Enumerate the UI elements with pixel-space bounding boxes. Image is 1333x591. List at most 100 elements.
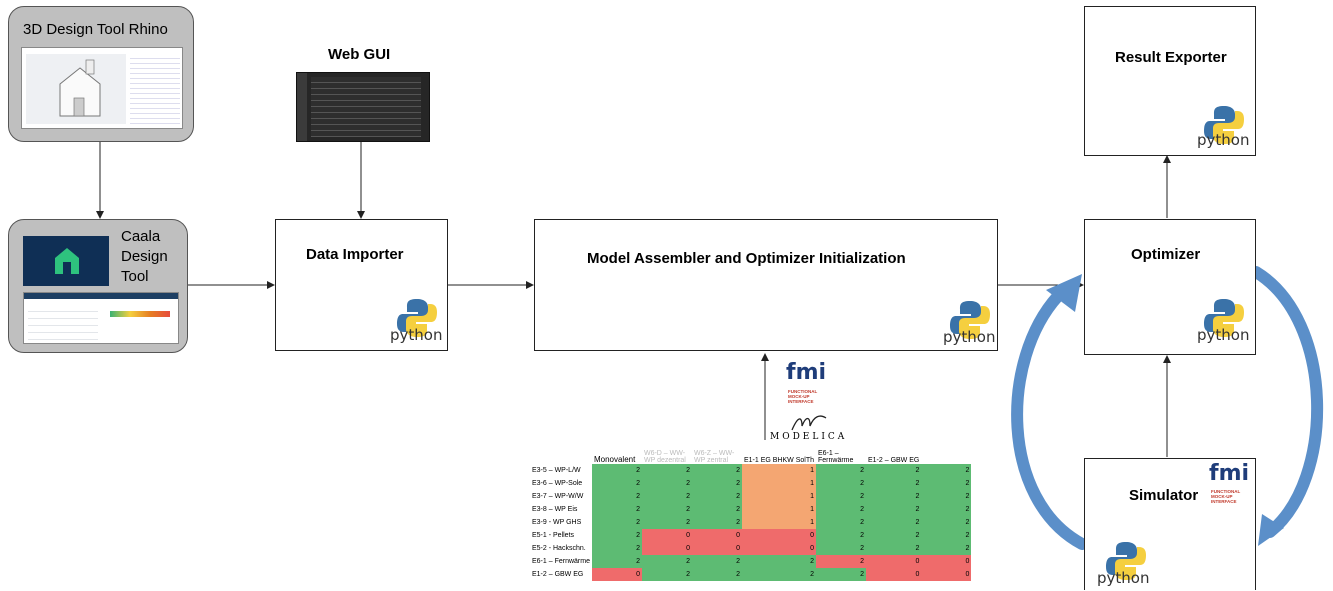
caala-label-2: Design: [121, 248, 168, 265]
fmi-logo-sub1: FUNCTIONAL: [1211, 489, 1241, 494]
matrix-cell: 0: [866, 568, 922, 581]
matrix-cell: 2: [866, 529, 922, 542]
matrix-cell: 2: [816, 464, 866, 477]
python-logo-icon: [1106, 542, 1146, 580]
webgui-title: Web GUI: [328, 46, 391, 63]
matrix-row-label: E3-9 - WP GHS: [532, 519, 582, 526]
matrix-cell: 2: [641, 490, 692, 503]
fmi-logo-sub2: MOCK-UP: [1211, 494, 1233, 499]
matrix-row-label: E5-1 - Pellets: [532, 532, 575, 539]
matrix-row-label: E6-1 – Fernwärme: [532, 558, 590, 565]
matrix-cell: 0: [641, 529, 692, 542]
python-logo-icon: [397, 299, 437, 337]
matrix-cell: 2: [866, 516, 922, 529]
result-exporter-title: Result Exporter: [1115, 49, 1227, 66]
matrix-cell: 0: [641, 542, 692, 555]
model-assembler-box: Model Assembler and Optimizer Initializa…: [534, 219, 998, 351]
matrix-cell: 2: [921, 503, 972, 516]
matrix-col-header: E6-1 – Fernwärme: [818, 450, 854, 464]
matrix-cell: 2: [691, 464, 742, 477]
simulator-title: Simulator: [1129, 487, 1199, 504]
matrix-cell: 2: [691, 503, 742, 516]
matrix-cell: 2: [816, 516, 866, 529]
matrix-cell: 2: [591, 542, 642, 555]
matrix-row-label: E5-2 - Hackschn.: [532, 545, 586, 552]
matrix-cell: 2: [921, 477, 972, 490]
python-wordmark: python: [1197, 326, 1250, 344]
matrix-cell: 2: [591, 477, 642, 490]
matrix-col-header: E1-1 EG BHKW SolTh: [743, 457, 814, 464]
decision-matrix: Monovalent W6-D – WW-WP dezentral W6-Z –…: [530, 450, 972, 581]
matrix-cell: 2: [921, 529, 972, 542]
python-wordmark: python: [943, 328, 996, 346]
matrix-cell: 2: [591, 529, 642, 542]
matrix-col-header-blank: [921, 450, 971, 464]
fmi-logo-word: fmi: [786, 360, 827, 385]
cycle-arrow-right: [1250, 266, 1324, 538]
matrix-cell: 2: [641, 568, 692, 581]
matrix-cell: 2: [816, 503, 866, 516]
fmi-logo-sub1: FUNCTIONAL: [788, 389, 818, 394]
matrix-cell: 2: [866, 477, 922, 490]
rhino-title: 3D Design Tool Rhino: [23, 21, 168, 38]
matrix-cell: 2: [866, 464, 922, 477]
matrix-cell: 2: [591, 503, 642, 516]
matrix-cell: 2: [641, 503, 692, 516]
matrix-cell: 2: [816, 542, 866, 555]
webgui-screenshot: [296, 72, 430, 142]
simulator-box: Simulator fmi FUNCTIONAL MOCK-UP INTERFA…: [1084, 458, 1256, 590]
matrix-cell: 2: [741, 555, 816, 568]
matrix-cell: 2: [741, 568, 816, 581]
matrix-cell: 2: [591, 490, 642, 503]
matrix-cell: 2: [641, 555, 692, 568]
matrix-col-header: Monovalent: [593, 455, 636, 464]
matrix-cell: 2: [816, 568, 866, 581]
modelica-wordmark: MODELICA: [770, 432, 848, 442]
matrix-cell: 0: [741, 529, 816, 542]
caala-banner: [23, 236, 109, 286]
matrix-cell: 2: [921, 542, 972, 555]
rhino-side-panel: [130, 54, 180, 124]
matrix-cell: 0: [741, 542, 816, 555]
caala-screenshot: [23, 292, 179, 344]
matrix-corner: [530, 450, 592, 464]
rhino-tool-panel: 3D Design Tool Rhino: [8, 6, 194, 142]
matrix-cell: 2: [591, 464, 642, 477]
matrix-cell: 2: [691, 516, 742, 529]
matrix-cell: 1: [741, 477, 816, 490]
optimizer-box: Optimizer python: [1084, 219, 1256, 355]
matrix-cell: 2: [816, 490, 866, 503]
matrix-cell: 0: [691, 542, 742, 555]
matrix-cell: 2: [866, 542, 922, 555]
optimizer-title: Optimizer: [1131, 246, 1201, 263]
matrix-cell: 1: [741, 490, 816, 503]
caala-label-3: Tool: [121, 268, 149, 285]
caala-label-1: Caala: [121, 228, 161, 245]
python-logo-icon: [1204, 299, 1244, 337]
matrix-cell: 2: [866, 490, 922, 503]
matrix-row-label: E3-8 – WP Eis: [532, 506, 578, 513]
matrix-col-header: W6-Z – WW-WP zentral: [693, 450, 735, 464]
matrix-cell: 2: [691, 568, 742, 581]
matrix-cell: 0: [921, 568, 972, 581]
matrix-cell: 2: [816, 529, 866, 542]
matrix-cell: 2: [641, 464, 692, 477]
python-logo-icon: [1204, 106, 1244, 144]
matrix-cell: 2: [816, 555, 866, 568]
data-importer-title: Data Importer: [306, 246, 404, 263]
matrix-cell: 2: [816, 477, 866, 490]
matrix-col-header: E1-2 – GBW EG: [868, 457, 920, 464]
matrix-cell: 2: [921, 490, 972, 503]
fmi-logo-word: fmi: [1209, 461, 1250, 486]
matrix-row-label: E3-6 – WP-Sole: [532, 480, 583, 487]
modelica-m-icon: [791, 415, 827, 431]
rhino-screenshot: [21, 47, 183, 129]
data-importer-box: Data Importer python: [275, 219, 448, 351]
